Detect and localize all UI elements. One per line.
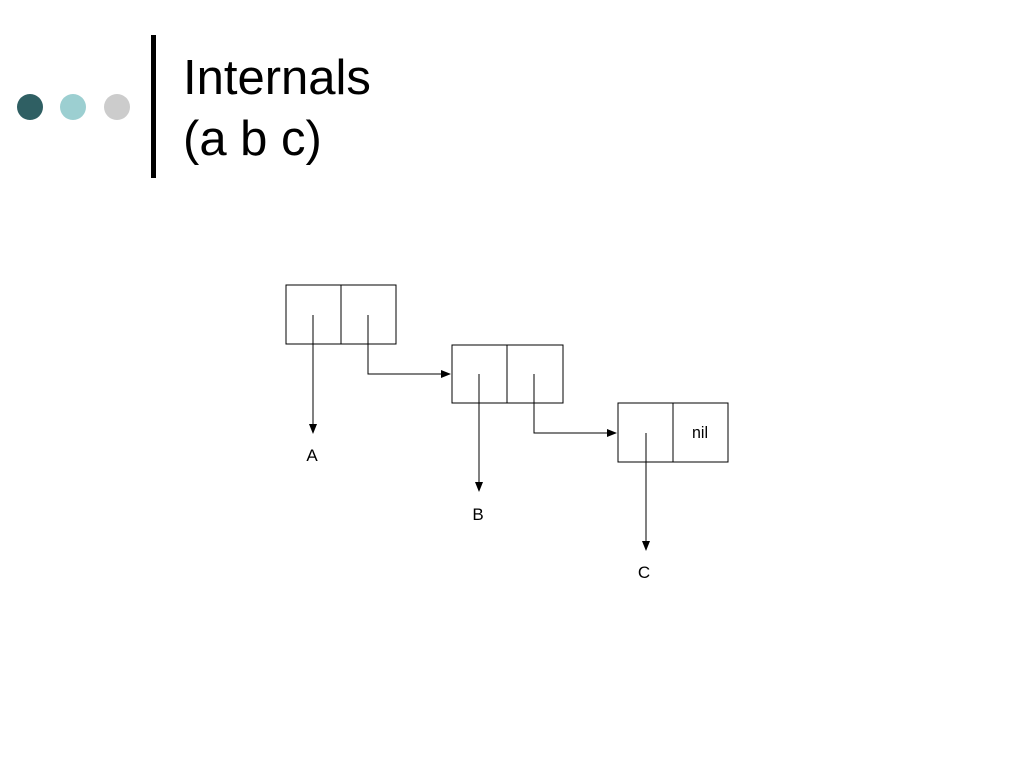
- slide-title-line-1: Internals: [183, 51, 371, 105]
- slide-title: Internals (a b c): [183, 48, 371, 170]
- slide-title-line-2: (a b c): [183, 112, 322, 166]
- cons-cell-2: [451, 344, 564, 404]
- title-divider: [151, 35, 156, 178]
- cdr-pointer-1: [367, 315, 451, 378]
- nil-label: nil: [692, 423, 708, 442]
- cdr-pointer-2: [533, 374, 617, 437]
- atom-label-a: A: [306, 446, 318, 465]
- cons-cell-2-cdr-box: [506, 344, 564, 404]
- decorative-dot-dark: [17, 94, 43, 120]
- cons-cell-1: [285, 284, 397, 345]
- decorative-dot-gray: [104, 94, 130, 120]
- atom-label-b: B: [472, 505, 483, 524]
- cons-cell-3: [617, 402, 729, 463]
- atom-label-c: C: [638, 563, 650, 582]
- decorative-dot-teal: [60, 94, 86, 120]
- cons-cell-3-cdr-box: [672, 402, 729, 463]
